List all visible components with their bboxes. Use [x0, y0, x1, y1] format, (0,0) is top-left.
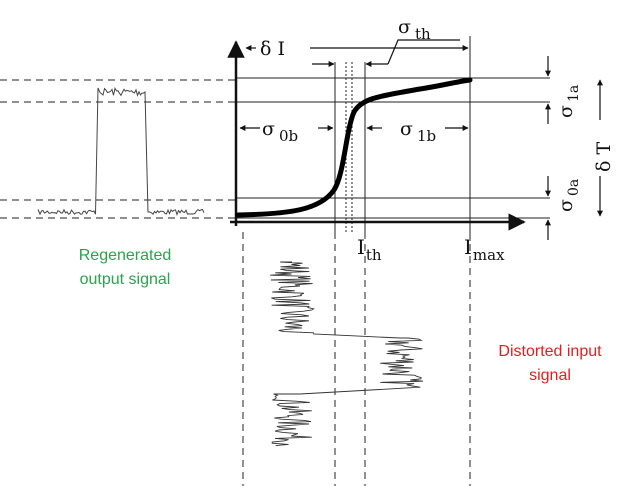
- level-lines: [236, 36, 550, 232]
- regenerated-caption-line1: Regenerated: [78, 247, 172, 264]
- delta-t-label: δ T: [593, 142, 615, 172]
- sigma-1a-label: σ1a: [555, 85, 582, 118]
- dashed-guides-horizontal: [0, 79, 238, 219]
- i-max-label: Imax: [464, 235, 505, 264]
- distorted-caption-line2: signal: [529, 367, 571, 384]
- i-th-label: Ith: [357, 235, 382, 264]
- delta-i-label: δ I: [260, 38, 285, 60]
- distorted-input-caption: Distorted input signal: [470, 340, 630, 388]
- distorted-input-signal: [270, 261, 424, 447]
- distorted-caption-line1: Distorted input: [498, 343, 602, 360]
- regenerated-output-pulse: [37, 87, 205, 216]
- dashed-guides-vertical: [242, 232, 471, 486]
- sigma-th-dimension: [312, 39, 460, 67]
- transfer-curve: [235, 77, 473, 218]
- sigma-0a-label: σ0a: [555, 179, 582, 212]
- regenerated-output-caption: Regenerated output signal: [50, 244, 200, 292]
- regenerated-caption-line2: output signal: [79, 271, 171, 288]
- delta-i-dimension: δ I: [245, 38, 469, 60]
